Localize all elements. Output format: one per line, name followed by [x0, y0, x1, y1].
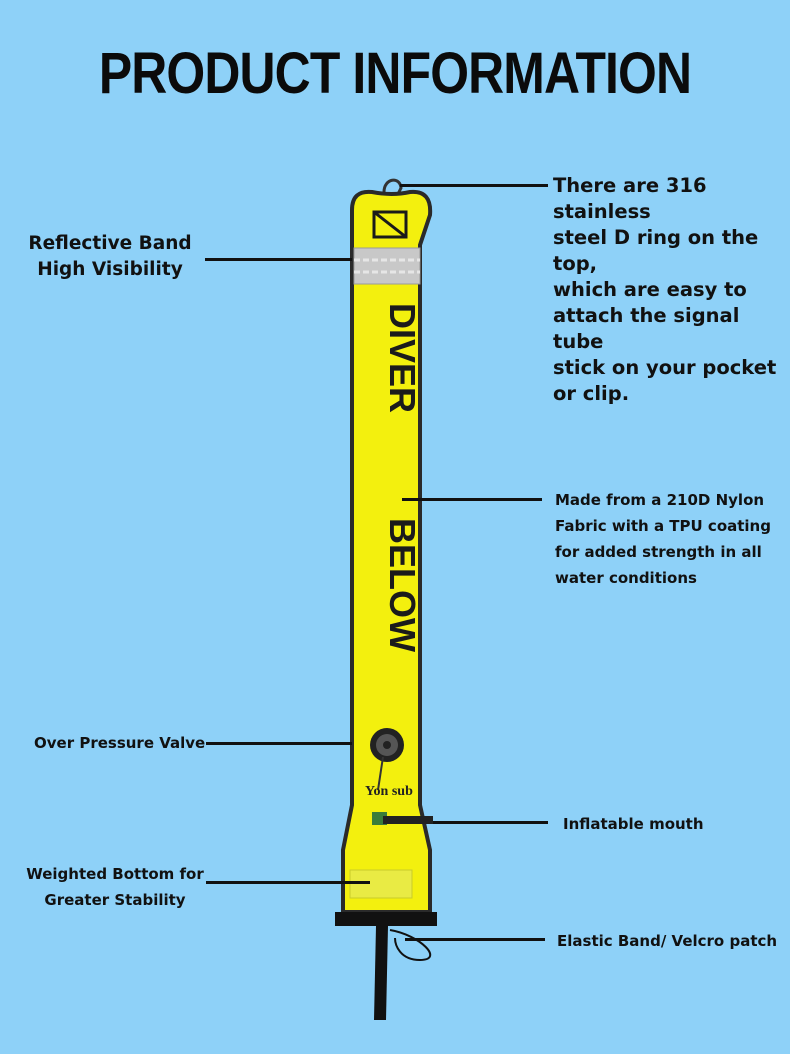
callout-material-line-3: for added strength in all [555, 543, 762, 561]
callout-mouth: Inflatable mouth [563, 811, 704, 837]
callout-material-line-4: water conditions [555, 569, 697, 587]
brand-logo: Yon sub [365, 784, 413, 799]
callout-d-ring-line-5: stick on your pocket [553, 356, 777, 379]
callout-reflective-line-1: Reflective Band [28, 233, 192, 254]
connector-line [402, 498, 542, 501]
reflective-band [353, 247, 421, 285]
elastic-strap [374, 926, 388, 1020]
callout-material-line-2: Fabric with a TPU coating [555, 517, 771, 535]
callout-valve-line-1: Over Pressure Valve [34, 734, 206, 752]
callout-elastic: Elastic Band/ Velcro patch [557, 928, 777, 954]
callout-weighted: Weighted Bottom for Greater Stability [22, 861, 208, 913]
page-title: PRODUCT INFORMATION [98, 41, 692, 106]
d-ring-icon [382, 178, 403, 195]
callout-material: Made from a 210D Nylon Fabric with a TPU… [555, 487, 771, 591]
callout-d-ring-line-6: or clip. [553, 382, 630, 405]
inflatable-mouth-icon [372, 812, 433, 825]
callout-weighted-line-1: Weighted Bottom for [26, 865, 204, 883]
connector-line [205, 258, 352, 261]
diver-flag-icon [372, 210, 408, 239]
connector-line [400, 184, 548, 187]
callout-material-line-1: Made from a 210D Nylon [555, 491, 765, 509]
connector-line [206, 742, 352, 745]
over-pressure-valve-icon [370, 728, 404, 791]
callout-weighted-line-2: Greater Stability [44, 891, 186, 909]
callout-d-ring-line-2: steel D ring on the top, [553, 226, 759, 275]
callout-reflective-line-2: High Visibility [37, 259, 183, 280]
connector-line [433, 821, 548, 824]
callout-mouth-line-1: Inflatable mouth [563, 815, 704, 833]
callout-reflective: Reflective Band High Visibility [22, 231, 198, 283]
connector-line [206, 881, 370, 884]
velcro-band [335, 912, 437, 926]
callout-d-ring-line-1: There are 316 stainless [553, 174, 707, 223]
weighted-pocket [349, 869, 413, 899]
tube-text-below: BELOW [382, 518, 423, 652]
callout-elastic-line-1: Elastic Band/ Velcro patch [557, 932, 778, 950]
connector-line [405, 938, 545, 941]
tube-body [341, 189, 433, 914]
callout-d-ring: There are 316 stainless steel D ring on … [553, 173, 790, 407]
callout-d-ring-line-4: attach the signal tube [553, 304, 740, 353]
callout-d-ring-line-3: which are easy to [553, 278, 747, 301]
callout-valve: Over Pressure Valve [34, 730, 205, 756]
tube-text-diver: DIVER [382, 303, 423, 413]
